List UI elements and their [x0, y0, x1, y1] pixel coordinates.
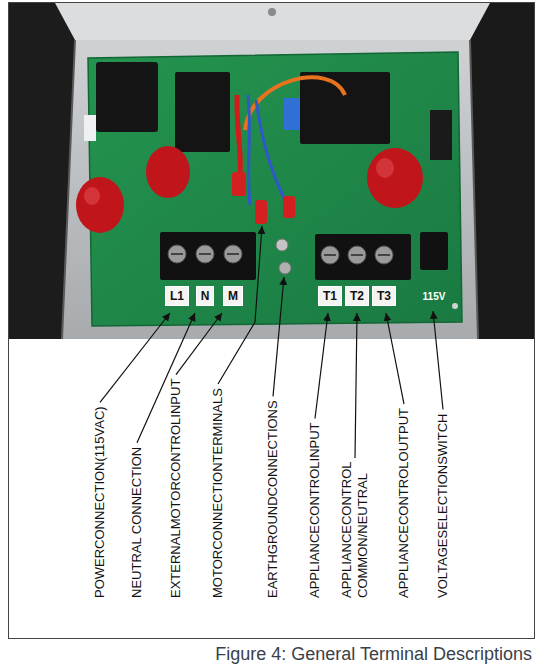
leader-line — [176, 313, 222, 375]
varistor — [146, 146, 190, 198]
terminal-screw — [348, 246, 366, 264]
leader-line — [433, 311, 443, 410]
terminal-marking: M — [223, 286, 243, 306]
varistor-highlight — [84, 187, 100, 205]
callout-label: APPLIANCECONTROLINPUT — [307, 422, 323, 598]
leader-line — [355, 313, 357, 458]
leader-line — [137, 313, 195, 443]
blue-wire — [256, 100, 285, 200]
callout-label: APPLIANCECONTROL COMMON/NEUTRAL — [339, 462, 371, 598]
callout-label: POWERCONNECTION(115VAC) — [92, 406, 108, 598]
terminal-marking: N — [196, 286, 215, 306]
terminal-marking: T1 — [318, 286, 342, 306]
red-wire — [237, 95, 241, 175]
terminal-block — [315, 234, 411, 280]
screw-slot — [199, 253, 211, 255]
capacitor — [284, 98, 300, 130]
terminal-marking: L1 — [165, 286, 189, 306]
leader-line — [100, 313, 170, 402]
sticker — [84, 115, 96, 141]
leader-line — [273, 277, 284, 396]
enclosure-back — [55, 3, 490, 339]
flap-edge — [470, 40, 478, 339]
terminal-screw — [321, 246, 339, 264]
mounting-hole — [452, 303, 458, 309]
terminal-marking: 115V — [423, 291, 446, 303]
screw-slot — [378, 254, 390, 256]
crimp-connector — [283, 196, 295, 218]
varistor — [76, 177, 124, 233]
leader-line — [386, 313, 404, 404]
relay — [175, 72, 230, 152]
blue-wire — [248, 95, 250, 205]
enclosure-top-wall — [55, 3, 490, 40]
voltage-switch — [420, 232, 448, 270]
terminal-block — [160, 232, 256, 280]
varistor-highlight — [376, 158, 394, 178]
callout-label: MOTORCONNECTIONTERMINALS — [210, 388, 226, 598]
crimp-connector — [232, 172, 246, 196]
right-flap — [470, 3, 534, 339]
terminal-screw — [375, 246, 393, 264]
enclosure-screw — [268, 8, 276, 16]
circuit-board — [88, 52, 462, 326]
callout-label: VOLTAGESELECTIONSWITCH — [435, 414, 451, 598]
screw-slot — [324, 254, 336, 256]
callout-label: EXTERNALMOTORCONTROLINPUT — [168, 379, 184, 598]
relay — [300, 72, 390, 144]
screw-slot — [351, 254, 363, 256]
terminal-screw — [224, 245, 242, 263]
leader-line — [218, 226, 262, 384]
transformer — [96, 62, 158, 132]
leader-line — [315, 313, 328, 418]
terminal-marking: T2 — [345, 286, 369, 306]
figure-caption: Figure 4: General Terminal Descriptions — [215, 644, 532, 665]
terminal-marking: T3 — [372, 286, 396, 306]
screw-slot — [227, 253, 239, 255]
callout-label: EARTHGROUNDCONNECTIONS — [265, 400, 281, 598]
callout-label: APPLIANCECONTROLOUTPUT — [396, 408, 412, 598]
ic-chip — [430, 110, 452, 160]
ground-screw — [276, 239, 288, 251]
callout-label: NEUTRAL CONNECTION — [129, 447, 145, 598]
screw-slot — [171, 253, 183, 255]
figure-frame — [9, 3, 535, 639]
photo-ground — [9, 3, 534, 339]
ground-screw — [279, 262, 291, 274]
terminal-screw — [168, 245, 186, 263]
terminal-screw — [196, 245, 214, 263]
left-flap — [9, 3, 75, 339]
flap-edge — [62, 40, 75, 339]
varistor — [367, 148, 423, 208]
crimp-connector — [255, 200, 267, 224]
